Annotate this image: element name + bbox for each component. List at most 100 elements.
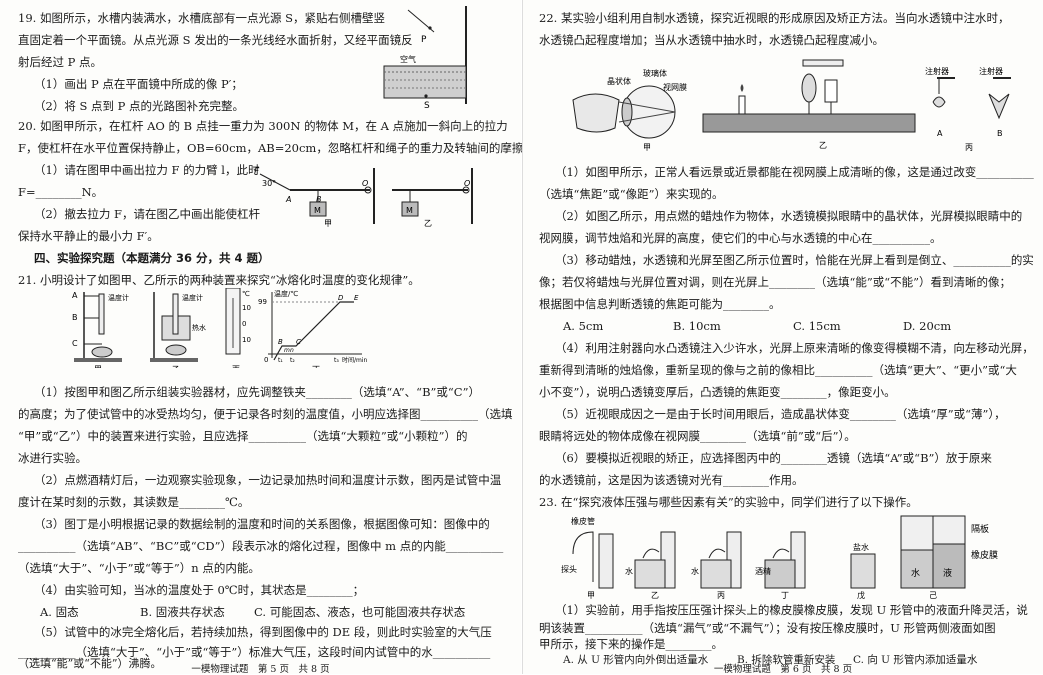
figure-label: C: [72, 339, 78, 348]
liquid-pressure-figures: 橡皮管 探头 水 水 酒精 盐水 隔板 橡皮膜 水 液 甲: [561, 515, 998, 600]
figure-label: 液: [943, 567, 952, 579]
q22-sub2b: 视网膜，调节烛焰和光屏的高度，使它们的中心与水透镜的中心在__________。: [539, 231, 942, 245]
figure-label: 99: [258, 298, 267, 306]
figure-label: 丙: [965, 143, 973, 152]
figure-label: B: [316, 195, 322, 204]
figure-label: A: [285, 195, 291, 204]
figure-label: 水: [691, 566, 699, 576]
q22-sub3b: 像；若仅将蜡烛与光屏位置对调，则在光屏上________（选填“能”或“不能”）…: [539, 275, 1012, 289]
q23-sub1b: 明该装置__________（选填“漏气”或“不漏气”）；没有按压橡皮膜时，U …: [539, 621, 996, 635]
figure-label: 丁: [312, 365, 320, 368]
figure-label: 探头: [561, 564, 577, 574]
q19-line1: 19. 如图所示，水槽内装满水，水槽底部有一点光源 S，紧贴右侧槽壁竖: [18, 11, 385, 25]
figure-label: 时间/min: [342, 356, 368, 364]
figure-label: 温度/℃: [274, 289, 298, 298]
q22-sub4c: 小不变”），说明凸透镜变厚后，凸透镜的焦距变________，像距变小。: [539, 385, 896, 399]
q22-sub3c: 根据图中信息判断透镜的焦距可能为________。: [539, 297, 781, 311]
figure-label: 10: [242, 336, 251, 344]
q19-line3: 射后经过 P 点。: [18, 55, 103, 69]
figure-label: D: [338, 294, 344, 302]
point-p-label: P: [421, 35, 427, 45]
figure-label: M: [314, 206, 321, 215]
figure-label: A: [72, 291, 78, 300]
q21-option-a: A. 固态: [40, 605, 79, 619]
figure-label: 30°: [262, 179, 276, 188]
figure-label: 玻璃体: [643, 68, 667, 78]
right-page: 22. 某实验小组利用自制水透镜，探究近视眼的形成原因及矫正方法。当向水透镜中注…: [522, 0, 1043, 675]
figure-label: 丙: [717, 591, 725, 600]
q22-sub6a: （6）要模拟近视眼的矫正，应选择图丙中的________透镜（选填“A”或“B”…: [555, 451, 992, 465]
figure-label: 乙: [651, 591, 659, 600]
figure-label: B: [278, 338, 283, 346]
figure-label: 丁: [781, 591, 789, 600]
q19-sub2: （2）将 S 点到 P 点的光路图补充完整。: [34, 99, 245, 113]
figure-label: 甲: [643, 143, 651, 152]
q21-sub1d: 冰进行实验。: [18, 451, 87, 465]
q23-sub1a: （1）实验前，用手指按压压强计探头上的橡皮膜橡皮膜，发现 U 形管中的液面升降灵…: [555, 603, 1028, 617]
q22-sub4b: 重新得到清晰的烛焰像，重新呈现的像与之前的像相比__________（选填“更大…: [539, 363, 1017, 377]
q22-sub3a: （3）移动蜡烛，水透镜和光屏至图乙所示位置时，恰能在光屏上看到是倒立、_____…: [555, 253, 1034, 267]
q21-sub5c: （选填“能”或“不能”）沸腾。: [18, 657, 162, 670]
q23-line1: 23. 在“探究液体压强与哪些因素有关”的实验中，同学们进行了以下操作。: [539, 495, 918, 509]
q19-line2: 直固定着一个平面镜。从点光源 S 发出的一条光线经水面折射，又经平面镜反: [18, 33, 413, 47]
q20-line2: F，使杠杆在水平位置保持静止，OB=60cm，AB=20cm，忽略杠杆和绳子的重…: [18, 141, 535, 155]
figure-label: A: [937, 129, 943, 138]
left-page-footer: 一模物理试题 第 5 页 共 8 页: [191, 664, 330, 675]
figure-label: 注射器: [925, 66, 949, 76]
q22-sub6b: 的水透镜前，这是因为该透镜对光有________作用。: [539, 473, 804, 487]
q21-sub4: （4）由实验可知，当冰的温度处于 0℃时，其状态是________；: [34, 583, 365, 597]
figure-label: C: [296, 338, 301, 346]
q21-line1: 21. 小明设计了如图甲、乙所示的两种装置来探究“冰熔化时温度的变化规律”。: [18, 273, 420, 287]
q23-sub1c: 甲所示，接下来的操作是________。: [539, 637, 723, 651]
figure-label: t₃: [334, 357, 339, 364]
q21-sub3c: （选填“大于”、“小于”或“等于”）n 点的内能。: [18, 561, 260, 575]
figure-label: E: [354, 294, 359, 302]
figure-label: B: [997, 129, 1003, 138]
figure-label: 热水: [192, 323, 206, 332]
figure-label: 丙: [232, 365, 240, 368]
q20-line1: 20. 如图甲所示，在杠杆 AO 的 B 点挂一重力为 300N 的物体 M，在…: [18, 119, 508, 133]
figure-label: 乙: [819, 141, 827, 150]
figure-label: t₁: [278, 357, 283, 364]
q20-sub2a: （2）撤去拉力 F，请在图乙中画出能使杠杆: [34, 207, 260, 221]
q21-option-c: C. 可能固态、液态，也可能固液共存状态: [254, 605, 466, 619]
figure-label: 晶状体: [607, 76, 631, 86]
q20-sub1b: F=________N。: [18, 185, 104, 199]
q22-sub5a: （5）近视眼成因之一是由于长时间用眼后，造成晶状体变________（选填“厚”…: [555, 407, 1006, 421]
q20-sub1a: （1）请在图甲中画出拉力 F 的力臂 l，此时: [34, 163, 260, 177]
figure-label: 乙: [172, 365, 180, 368]
figure-label: 己: [929, 591, 937, 600]
q22-option-b: B. 10cm: [673, 319, 721, 333]
q23-option-a: A. 从 U 形管内向外倒出适量水: [563, 654, 709, 666]
q21-sub1b: 的高度；为了使试管中的冰受热均匀，便于记录各时刻的温度值，小明应选择图_____…: [18, 407, 513, 421]
q19-sub1: （1）画出 P 点在平面镜中所成的像 P′；: [34, 77, 243, 91]
air-label: 空气: [400, 54, 416, 64]
figure-label: 10: [242, 304, 251, 312]
figure-label: 甲: [94, 365, 102, 368]
right-page-footer: 一模物理试题 第 6 页 共 8 页: [713, 664, 853, 675]
figure-label: 乙: [424, 219, 432, 228]
figure-label: 温度计: [108, 293, 129, 302]
figure-label: 橡皮膜: [971, 549, 998, 561]
q22-sub4a: （4）利用注射器向水凸透镜注入少许水，光屏上原来清晰的像变得模糊不清，向左移动光…: [555, 341, 1034, 355]
figure-label: O: [362, 179, 368, 188]
figure-label: 甲: [324, 219, 332, 228]
figure-label: ℃: [242, 290, 250, 298]
q21-sub2a: （2）点燃酒精灯后，一边观察实验现象，一边记录加热时间和温度计示数，图丙是试管中…: [34, 473, 502, 487]
figure-label: 注射器: [979, 66, 1003, 76]
q22-option-c: C. 15cm: [793, 319, 841, 333]
figure-label: m: [284, 347, 290, 354]
q20-sub2b: 保持水平静止的最小力 F′。: [18, 229, 159, 243]
q21-sub3b: __________（选填“AB”、“BC”或“CD”）段表示冰的熔化过程，图像…: [18, 539, 504, 553]
q22-line2: 水透镜凸起程度增加；当从水透镜中抽水时，水透镜凸起程度减小。: [539, 33, 884, 47]
figure-label: 隔板: [971, 523, 989, 535]
water-lens-figures: 晶状体 玻璃体 视网膜 甲 乙 注射器 注射器 A B 丙: [572, 59, 1011, 152]
figure-label: 温度计: [182, 293, 203, 302]
lever-figure: F 30° A B O M 甲 O M 乙: [254, 167, 473, 228]
figure-label: F: [254, 167, 260, 177]
figure-label: B: [72, 313, 78, 322]
figure-label: M: [406, 206, 413, 215]
q22-sub5b: 眼睛将远处的物体成像在视网膜________（选填“前”或“后”）。: [539, 429, 856, 443]
figure-label: 酒精: [755, 566, 771, 576]
q21-sub3a: （3）图丁是小明根据记录的数据绘制的温度和时间的关系图像，根据图像可知：图像中的: [34, 517, 490, 531]
